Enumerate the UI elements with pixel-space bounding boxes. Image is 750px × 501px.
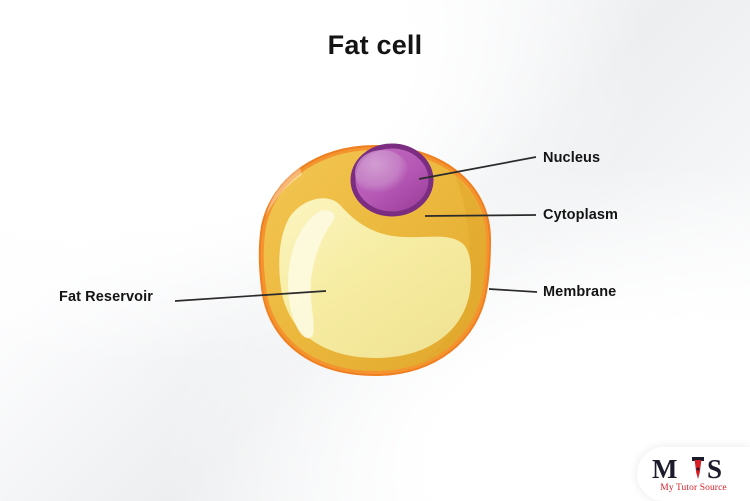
logo-letter-m: M (652, 455, 677, 482)
label-membrane: Membrane (543, 284, 617, 300)
fat-reservoir-highlight (288, 210, 335, 339)
leader-line-nucleus (418, 156, 537, 180)
membrane-gloss (266, 168, 302, 216)
watermark-logo: M S My Tutor Source (637, 447, 750, 501)
fat-reservoir (279, 198, 472, 358)
leader-line-cytoplasm (424, 214, 537, 217)
pen-nib-hole-icon (696, 467, 699, 471)
logo-letter-s: S (707, 455, 722, 482)
cytoplasm-shading (412, 175, 486, 367)
page-title: Fat cell (327, 30, 423, 60)
label-nucleus: Nucleus (543, 150, 601, 166)
label-cytoplasm: Cytoplasm (543, 207, 619, 223)
mts-logo-icon: M S (652, 455, 722, 482)
leader-line-membrane (488, 288, 538, 293)
leader-line-fat-reservoir (174, 290, 327, 302)
label-fat-reservoir: Fat Reservoir (59, 289, 153, 305)
nucleus-highlight (355, 150, 409, 196)
logo-tagline: My Tutor Source (660, 483, 727, 493)
